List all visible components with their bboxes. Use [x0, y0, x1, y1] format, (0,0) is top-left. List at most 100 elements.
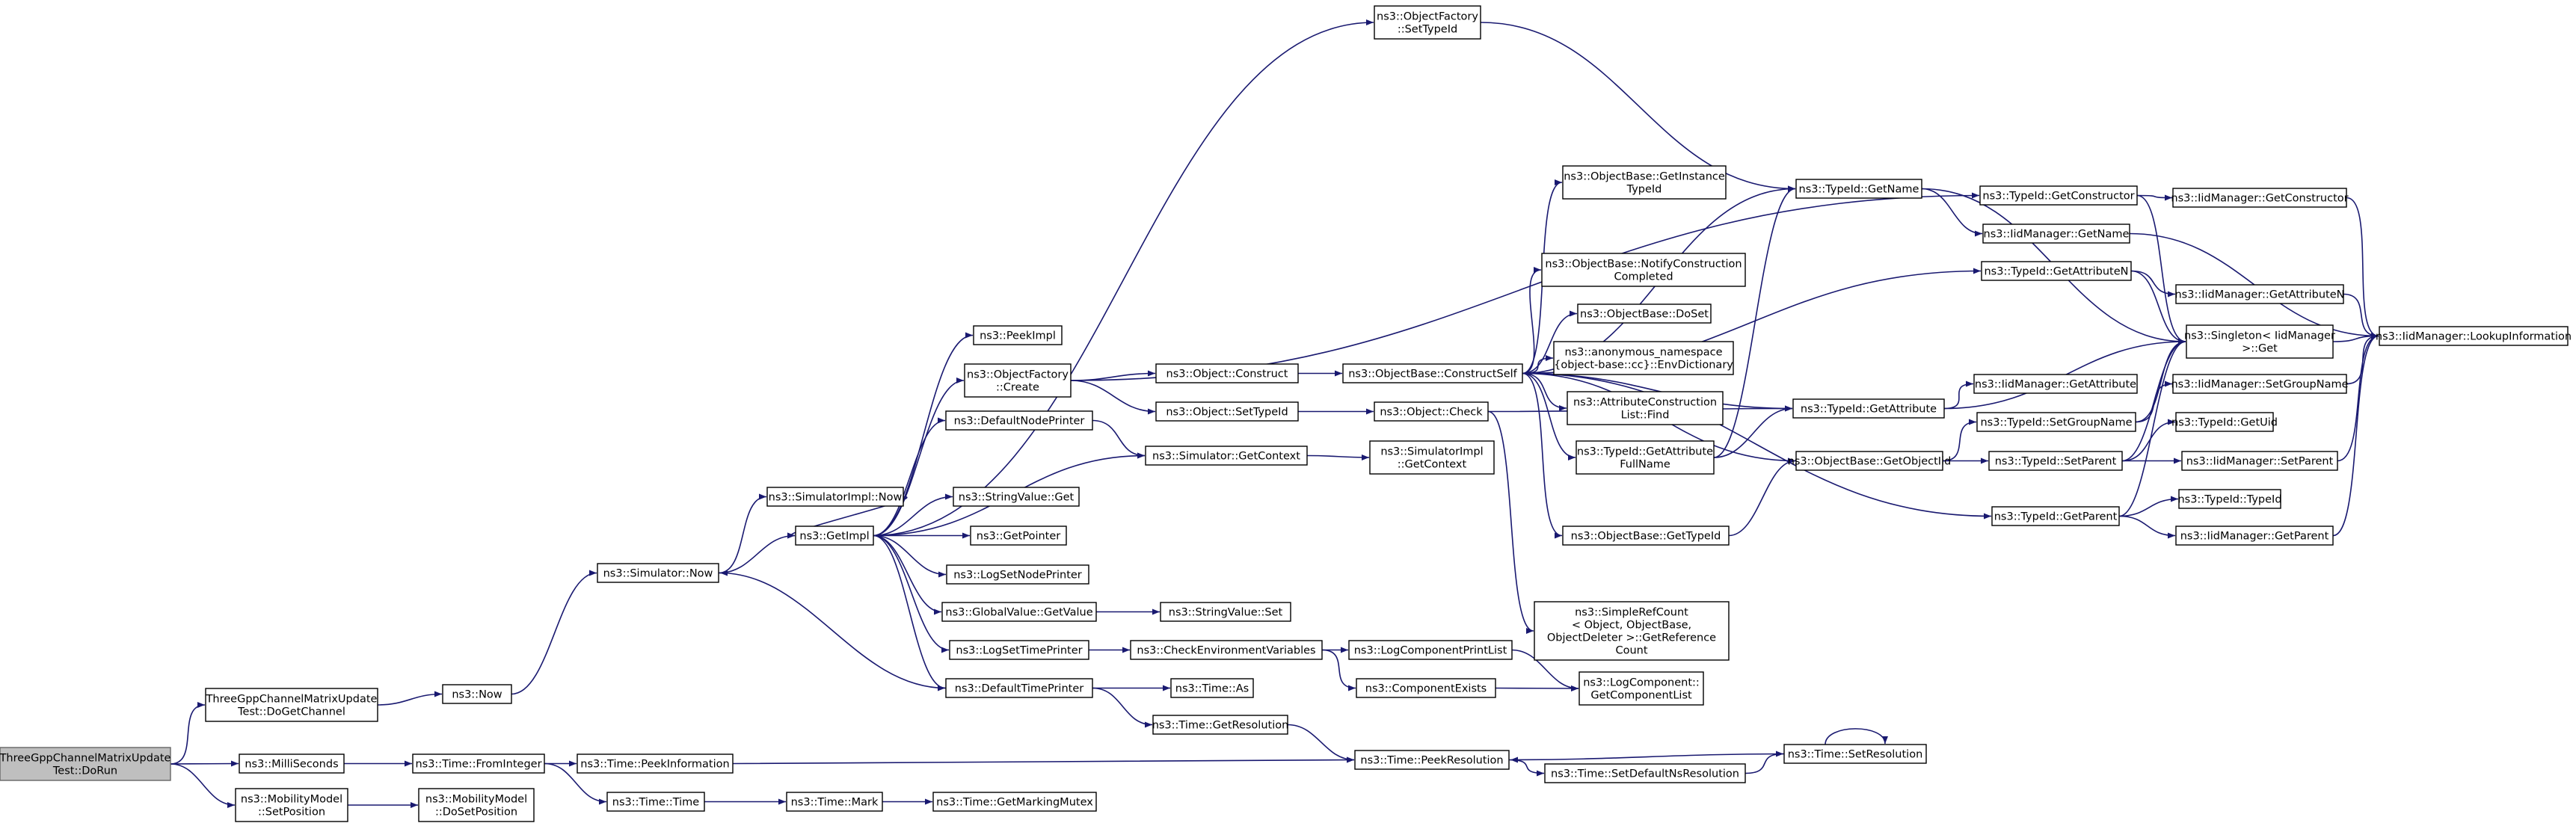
node-logcomponentgetlist[interactable]: ns3::LogComponent::GetComponentList	[1579, 671, 1704, 706]
node-box	[606, 792, 705, 812]
node-componentexists[interactable]: ns3::ComponentExists	[1356, 678, 1496, 698]
node-frominteger[interactable]: ns3::Time::FromInteger	[412, 753, 545, 774]
node-simnow[interactable]: ns3::Simulator::Now	[597, 563, 719, 583]
node-label: ns3::ObjectBase::GetObjectIid	[1788, 456, 1952, 468]
node-now[interactable]: ns3::Now	[442, 684, 512, 704]
node-getresolution[interactable]: ns3::Time::GetResolution	[1152, 715, 1289, 735]
node-box	[597, 563, 719, 583]
node-stringvalueget[interactable]: ns3::StringValue::Get	[953, 487, 1080, 507]
node-notifyconstruction[interactable]: ns3::ObjectBase::NotifyConstructionCompl…	[1541, 253, 1746, 287]
node-peekimpl[interactable]: ns3::PeekImpl	[973, 325, 1063, 345]
node-objectbasegettypeid[interactable]: ns3::ObjectBase::GetTypeId	[1562, 526, 1730, 546]
node-timeas[interactable]: ns3::Time::As	[1170, 678, 1254, 698]
node-typeidgetuid[interactable]: ns3::TypeId::GetUid	[2171, 412, 2278, 432]
node-label: ns3::Time::Time	[612, 797, 700, 809]
node-simimplgetcontext[interactable]: ns3::SimulatorImpl::GetContext	[1369, 440, 1495, 475]
node-ofsettypeid[interactable]: ns3::ObjectFactory::SetTypeId	[1374, 5, 1481, 40]
node-setposition[interactable]: ns3::MobilityModel::SetPosition	[235, 788, 348, 822]
node-constructself[interactable]: ns3::ObjectBase::ConstructSelf	[1342, 363, 1523, 383]
node-label: ns3::GetImpl	[799, 531, 869, 543]
node-setresolution[interactable]: ns3::Time::SetResolution	[1783, 744, 1927, 764]
node-defaulttimeprinter[interactable]: ns3::DefaultTimePrinter	[945, 678, 1093, 698]
node-checkenvvars[interactable]: ns3::CheckEnvironmentVariables	[1130, 640, 1323, 660]
node-logcomponentprintlist[interactable]: ns3::LogComponentPrintList	[1348, 640, 1513, 660]
node-label: ns3::TypeId::SetParent	[1995, 456, 2117, 468]
node-iidsetgroupname[interactable]: ns3::IidManager::SetGroupName	[2171, 374, 2349, 394]
node-label: ns3::GetPointer	[977, 531, 1061, 543]
edge-getattributefullname-to-typeidgetattribute	[1713, 405, 1793, 458]
node-iidgetconstructor[interactable]: ns3::IidManager::GetConstructor	[2171, 188, 2349, 208]
edge-typeidgetattributen-to-singletonget	[2130, 270, 2186, 345]
node-peekresolution[interactable]: ns3::Time::PeekResolution	[1354, 750, 1510, 770]
node-envdictionary[interactable]: ns3::anonymous_namespace{object-base::cc…	[1553, 341, 1734, 375]
node-doset[interactable]: ns3::ObjectBase::DoSet	[1577, 303, 1712, 324]
node-typeidsetparent[interactable]: ns3::TypeId::SetParent	[1988, 451, 2123, 471]
node-globalvaluegetvalue[interactable]: ns3::GlobalValue::GetValue	[941, 602, 1097, 622]
node-logsettimeprinter[interactable]: ns3::LogSetTimePrinter	[949, 640, 1089, 660]
node-typeidtypeid[interactable]: ns3::TypeId::TypeId	[2177, 489, 2282, 509]
node-objectcheck[interactable]: ns3::Object::Check	[1374, 401, 1489, 422]
node-iidgetattribute[interactable]: ns3::IidManager::GetAttribute	[1973, 374, 2138, 394]
node-typeidgetconstructor[interactable]: ns3::TypeId::GetConstructor	[1979, 185, 2138, 206]
node-label: ns3::DefaultTimePrinter	[955, 683, 1083, 695]
node-defaultnodeprinter[interactable]: ns3::DefaultNodePrinter	[945, 410, 1093, 431]
node-label: ns3::ObjectFactory	[1377, 11, 1478, 23]
node-iidgetattributen[interactable]: ns3::IidManager::GetAttributeN	[2174, 284, 2345, 304]
node-typeidgetattributen[interactable]: ns3::TypeId::GetAttributeN	[1981, 261, 2132, 281]
node-simgetcontext[interactable]: ns3::Simulator::GetContext	[1145, 446, 1308, 466]
node-label: ns3::AttributeConstruction	[1573, 397, 1717, 409]
node-singletonget[interactable]: ns3::Singleton< IidManager>::Get	[2184, 324, 2335, 359]
node-label: Count	[1615, 645, 1647, 657]
edge-defaulttimeprinter-to-getresolution	[1092, 687, 1153, 728]
node-objectsettypeid[interactable]: ns3::Object::SetTypeId	[1155, 401, 1299, 422]
node-logsetnodeprinter[interactable]: ns3::LogSetNodePrinter	[946, 564, 1089, 585]
node-objectconstruct[interactable]: ns3::Object::Construct	[1155, 363, 1299, 383]
node-timetime[interactable]: ns3::Time::Time	[606, 792, 705, 812]
node-getimpl[interactable]: ns3::GetImpl	[795, 526, 874, 546]
node-simimplnow[interactable]: ns3::SimulatorImpl::Now	[766, 487, 904, 507]
edge-iidgetconstructor-to-lookupinformation	[2346, 197, 2379, 339]
edge-singletonget-to-lookupinformation	[2332, 333, 2379, 342]
node-getobjectiid[interactable]: ns3::ObjectBase::GetObjectIid	[1788, 451, 1952, 471]
node-ofcreate[interactable]: ns3::ObjectFactory::Create	[964, 363, 1072, 398]
node-peekinformation[interactable]: ns3::Time::PeekInformation	[577, 753, 734, 774]
node-stringvalueset[interactable]: ns3::StringValue::Set	[1160, 602, 1291, 622]
node-typeidgetparent[interactable]: ns3::TypeId::GetParent	[1991, 506, 2120, 526]
node-iidsetparent[interactable]: ns3::IidManager::SetParent	[2181, 451, 2338, 471]
node-typeidsetgroupname[interactable]: ns3::TypeId::SetGroupName	[1976, 412, 2136, 432]
edge-constructself-to-typeidgetparent	[1522, 372, 1992, 520]
node-typeidgetname[interactable]: ns3::TypeId::GetName	[1795, 179, 1922, 199]
node-setdefaultnsresolution[interactable]: ns3::Time::SetDefaultNsResolution	[1544, 763, 1746, 783]
node-dogetchannel[interactable]: ThreeGppChannelMatrixUpdateTest::DoGetCh…	[205, 688, 378, 722]
node-typeidgetattribute[interactable]: ns3::TypeId::GetAttribute	[1792, 398, 1945, 419]
node-box	[1369, 440, 1495, 475]
node-getmarkingmutex[interactable]: ns3::Time::GetMarkingMutex	[932, 792, 1097, 812]
node-milliseconds[interactable]: ns3::MilliSeconds	[239, 753, 345, 774]
node-box	[418, 788, 535, 822]
node-iidgetparent[interactable]: ns3::IidManager::GetParent	[2175, 526, 2334, 546]
node-box	[1145, 446, 1308, 466]
node-label: List::Find	[1621, 410, 1670, 422]
node-label: ns3::Object::Construct	[1166, 369, 1288, 380]
node-box	[795, 526, 874, 546]
node-getpointer[interactable]: ns3::GetPointer	[970, 526, 1067, 546]
edge-setdefaultnsresolution-to-setresolution	[1745, 751, 1784, 774]
node-label: ns3::MobilityModel	[425, 794, 527, 806]
node-simplerefcount[interactable]: ns3::SimpleRefCount< Object, ObjectBase,…	[1534, 601, 1730, 661]
node-iidgetname[interactable]: ns3::IidManager::GetName	[1982, 224, 2130, 244]
node-timemark[interactable]: ns3::Time::Mark	[786, 792, 883, 812]
node-lookupinformation[interactable]: ns3::IidManager::LookupInformation	[2376, 326, 2572, 346]
node-label: ns3::ObjectBase::DoSet	[1580, 309, 1709, 321]
node-box	[786, 792, 883, 812]
node-box	[1356, 678, 1496, 698]
node-dosetposition[interactable]: ns3::MobilityModel::DoSetPosition	[418, 788, 535, 822]
node-label: ns3::Time::SetDefaultNsResolution	[1551, 768, 1739, 780]
edge-logcomponentprintlist-to-logcomponentgetlist	[1511, 649, 1579, 691]
node-box	[1544, 763, 1746, 783]
node-box	[1979, 185, 2138, 206]
